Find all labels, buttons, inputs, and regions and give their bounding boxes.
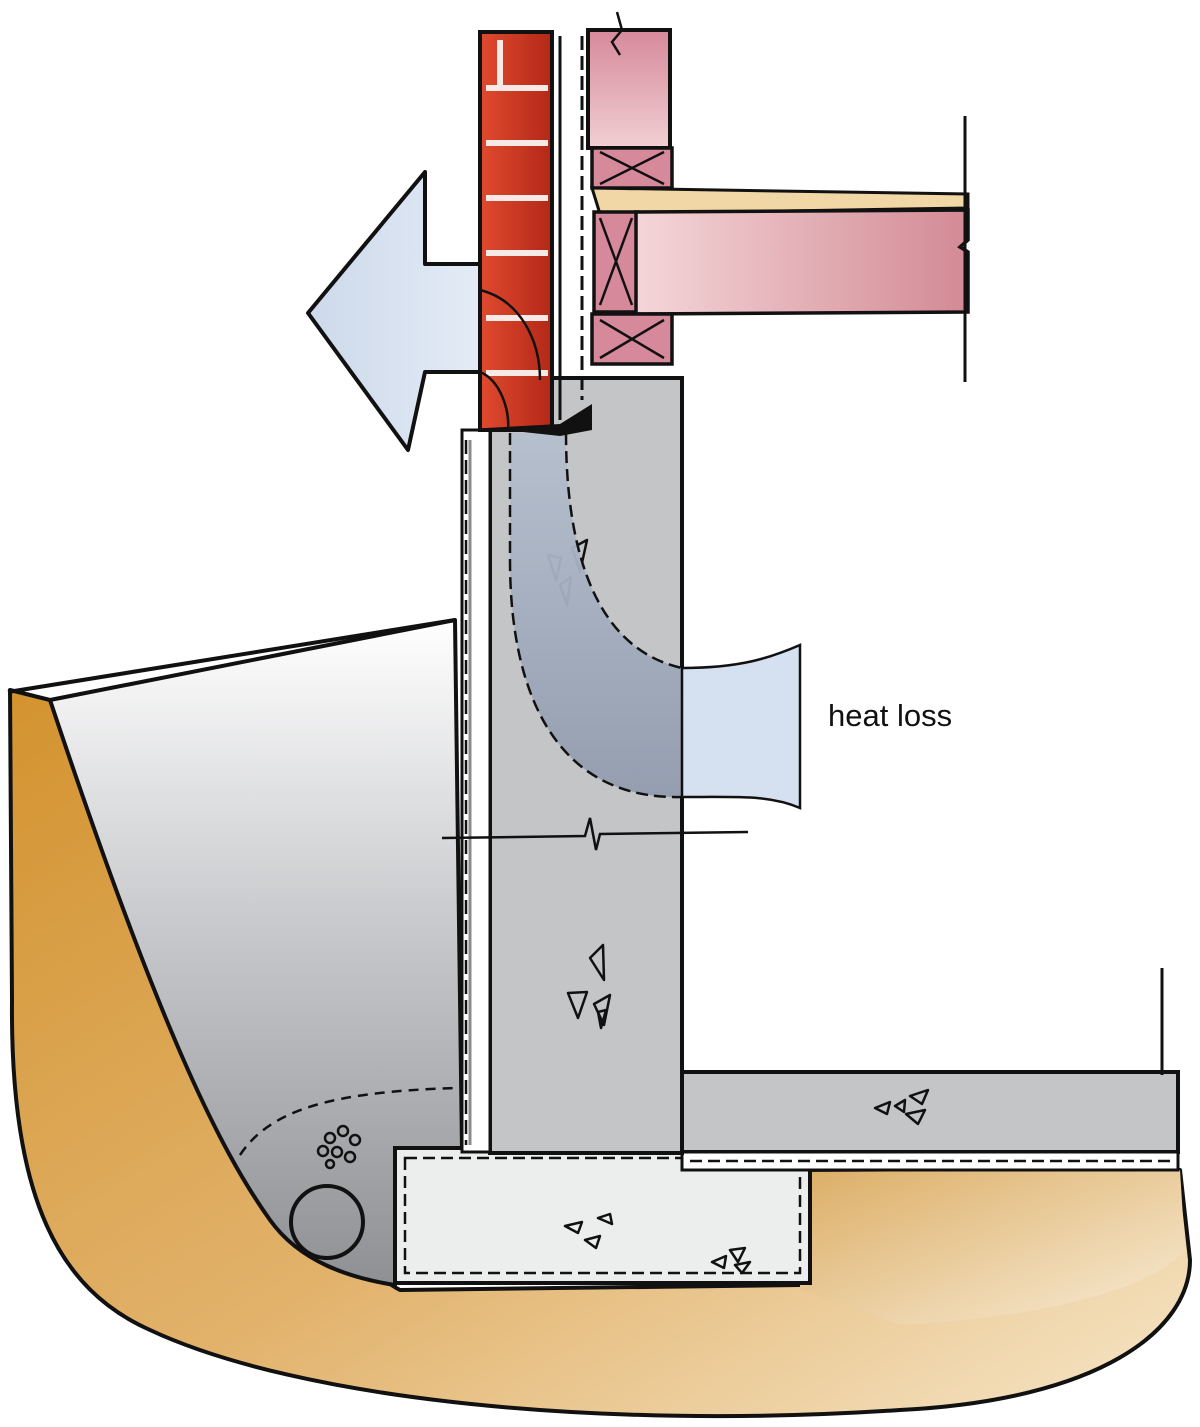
floor-slab xyxy=(680,1070,1180,1154)
heat-flow-band xyxy=(510,433,682,798)
backfill-dashed-boundary xyxy=(238,1086,456,1156)
slab-aggregate xyxy=(873,1088,930,1126)
footing-membrane-dashed xyxy=(403,1156,802,1275)
grade-line xyxy=(7,618,456,694)
arrow-left-icon xyxy=(306,170,482,452)
footing-aggregate xyxy=(563,1212,752,1275)
wall-break-line xyxy=(441,817,749,851)
gravel-backfill xyxy=(48,618,464,1287)
soil-right xyxy=(800,1170,1185,1325)
brick-veneer xyxy=(478,30,592,436)
heat-flow-band-inner-edge xyxy=(564,432,683,670)
drain-pipe-icon xyxy=(289,1184,365,1260)
heat-flow-band-outer-edge xyxy=(508,433,683,799)
heat-loss-label: heat loss xyxy=(828,698,952,733)
gravel-pebbles xyxy=(316,1124,362,1170)
subfloor xyxy=(589,186,970,216)
heat-flow-exit xyxy=(680,643,802,810)
stud-wall-upper xyxy=(586,28,672,150)
floor-joist xyxy=(634,208,970,316)
